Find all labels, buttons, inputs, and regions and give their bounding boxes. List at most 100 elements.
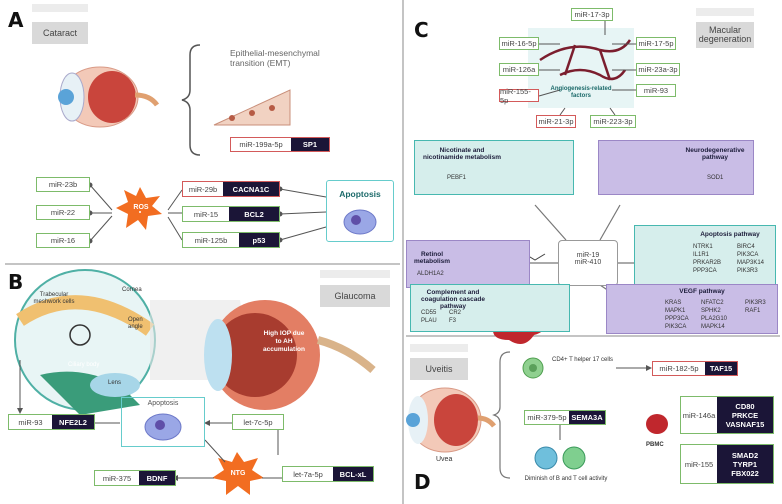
- gene: CD55: [421, 310, 437, 316]
- mirna-box: miR-23a-3p: [636, 63, 680, 76]
- gene: KRAS: [665, 300, 682, 306]
- gene: PLAU: [421, 318, 437, 324]
- mirna-target-pair: miR-146a CD80 PRKCE VASNAF15: [680, 396, 774, 434]
- mirna-box: miR-22: [36, 205, 90, 220]
- th17-label: CD4+ T helper 17 cells: [552, 357, 613, 363]
- pathway-box-retinol: Retinol metabolism ALDH1A2: [406, 240, 530, 288]
- mirna-box: miR-17-3p: [571, 8, 613, 21]
- disease-label-uveitis: Uveitis: [410, 358, 468, 380]
- gene: MAPK1: [665, 308, 686, 314]
- gene: CR2: [449, 310, 462, 316]
- mirna-label: miR-93: [18, 417, 43, 427]
- mirna-label: miR-155: [684, 459, 714, 469]
- pathway-box-vegf: VEGF pathway KRAS MAPK1 PPP3CA PIK3CA NF…: [606, 284, 778, 334]
- gene-column: NFATC2 SPHK2 PLA2G10 MAPK14: [701, 299, 727, 331]
- gene: PIK3CA: [737, 252, 759, 258]
- mirna-label: miR-125b: [194, 235, 228, 245]
- apoptosis-label: Apoptosis: [147, 400, 179, 407]
- target-gene-label: SEMA3A: [569, 411, 605, 424]
- pbmc-label: PBMC: [646, 442, 664, 448]
- gene-column: CD55 PLAU: [421, 309, 437, 325]
- ntg-star: [212, 452, 264, 495]
- mirna-target-pair: miR-15 BCL2: [182, 206, 280, 222]
- pathway-box-complement: Complement and coagulation cascade pathw…: [410, 284, 570, 332]
- pathway-box-nicotinate: Nicotinate and nicotinamide metabolism P…: [414, 140, 574, 195]
- mirna-box: miR-126a: [499, 63, 539, 76]
- gene: MAPK14: [701, 324, 725, 330]
- pathway-title: Retinol metabolism: [413, 251, 451, 265]
- mirna-target-pair: miR-379-5p SEMA3A: [524, 410, 606, 425]
- pbmc-cell: [646, 414, 668, 434]
- gene-column: PIK3R3 RAF1: [745, 299, 766, 315]
- gene: PRKAR2B: [693, 260, 722, 266]
- target-gene-label: PRKCE: [731, 410, 759, 420]
- gene-column: NTRK1 IL1R1 PRKAR2B PPP3CA: [693, 243, 721, 275]
- mirna-target-pair: miR-125b p53: [182, 232, 280, 248]
- target-gene-label: VASNAF15: [725, 419, 765, 429]
- target-gene-label: BCL-xL: [333, 467, 373, 481]
- gene: MAP3K14: [737, 260, 765, 266]
- pathway-title: VEGF pathway: [679, 288, 725, 295]
- mirna-box: miR-93: [636, 84, 676, 97]
- mirna-box: miR-21-3p: [536, 115, 576, 128]
- pathway-genes: SOD1: [707, 175, 724, 181]
- lens-label: Lens: [108, 380, 122, 386]
- pathway-title: Nicotinate and nicotinamide metabolism: [422, 147, 502, 161]
- ros-star: [116, 187, 162, 230]
- mirna-box: miR-223-3p: [590, 115, 636, 128]
- mirna-target-pair: miR-182-5p TAF15: [652, 361, 738, 376]
- target-gene-label: SMAD2: [731, 450, 759, 460]
- mirna-label: miR-15: [193, 209, 219, 219]
- target-gene-label: p53: [239, 233, 279, 247]
- disease-label-macular: Macular degeneration: [696, 22, 754, 48]
- uvea-label: Uvea: [436, 456, 453, 463]
- mirna-box: miR-17-5p: [636, 37, 676, 50]
- gene: PLA2G10: [701, 316, 728, 322]
- target-gene-label: NFE2L2: [52, 415, 94, 429]
- ntg-label: NTG: [230, 470, 246, 477]
- emt-mirna-box: miR-199a-5p SP1: [230, 137, 330, 152]
- gene: IL1R1: [693, 252, 710, 258]
- trabecular-label: Trabecular meshwork cells: [33, 292, 75, 305]
- target-gene-label: BDNF: [139, 471, 175, 485]
- gene: RAF1: [745, 308, 761, 314]
- pathway-box-apoptosis: Apoptosis pathway NTRK1 IL1R1 PRKAR2B PP…: [634, 225, 776, 291]
- iop-label: High IOP due to AH accumulation: [263, 330, 305, 353]
- gene: SPHK2: [701, 308, 721, 314]
- mirna-target-pair: miR-29b CACNA1C: [182, 181, 280, 197]
- gene: PIK3CA: [665, 324, 687, 330]
- central-mirna-box: miR-19 miR-410: [558, 240, 618, 286]
- mirna-box: let-7c-5p: [232, 414, 284, 430]
- pathway-title: Complement and coagulation cascade pathw…: [421, 289, 485, 310]
- target-gene-list: CD80 PRKCE VASNAF15: [717, 397, 773, 433]
- target-gene-label: CACNA1C: [223, 182, 279, 196]
- target-gene-label: FBX022: [731, 468, 759, 478]
- gene-column: BIRC4 PIK3CA MAP3K14 PIK3R3: [737, 243, 764, 275]
- gene: NFATC2: [701, 300, 724, 306]
- ros-label: ROS: [133, 204, 149, 211]
- target-gene-label: BCL2: [229, 207, 279, 221]
- central-mirna: miR-410: [574, 259, 602, 266]
- mirna-box: miR-16: [36, 233, 90, 248]
- target-gene-label: SP1: [291, 138, 329, 151]
- panel-c-header-bar: [696, 8, 754, 16]
- apoptosis-box-b: Apoptosis: [121, 397, 205, 447]
- panel-letter-c: C: [414, 18, 429, 42]
- angiogenesis-label: Angiogenesis-related factors: [550, 86, 612, 99]
- mirna-box: miR-16-5p: [499, 37, 539, 50]
- mirna-label: miR-199a-5p: [239, 140, 283, 149]
- mirna-label: miR-182-5p: [659, 364, 699, 373]
- mirna-box: miR-23b: [36, 177, 90, 192]
- angiogenesis-vessels: [539, 39, 632, 81]
- target-gene-label: TAF15: [705, 362, 737, 375]
- gene: BIRC4: [737, 244, 755, 250]
- open-angle-label: Open angle: [128, 317, 143, 330]
- gene: PPP3CA: [693, 268, 717, 274]
- gene: NTRK1: [693, 244, 713, 250]
- apoptosis-box-a: Apoptosis: [326, 180, 394, 242]
- cataract-eye-illustration: [58, 66, 160, 128]
- apoptosis-label: Apoptosis: [339, 189, 381, 199]
- mirna-target-pair: miR-93 NFE2L2: [8, 414, 95, 430]
- panel-a-header-bar: [32, 4, 88, 12]
